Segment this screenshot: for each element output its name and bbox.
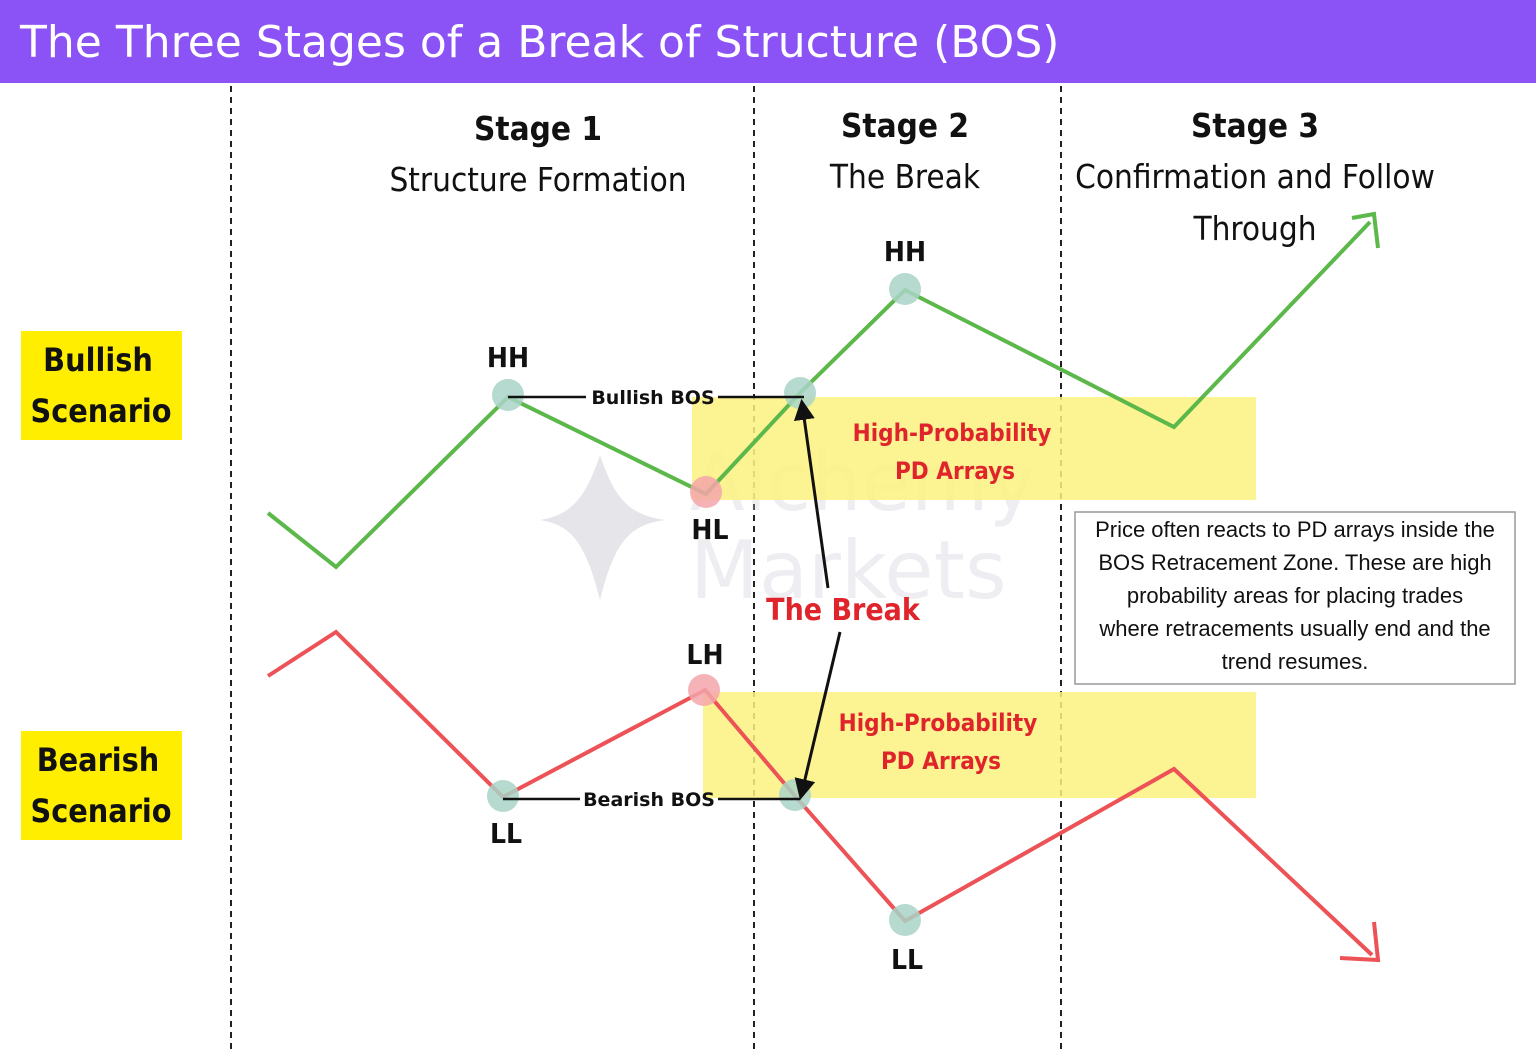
pd-zone-upper-line2: PD Arrays — [895, 457, 1015, 485]
stage-dividers — [230, 86, 1062, 1051]
bullish-bos-label: Bullish BOS — [591, 387, 714, 409]
bearish-price-path — [266, 629, 1374, 957]
bearish-scenario-line1: Bearish — [37, 741, 160, 779]
bull-hh2-label: HH — [884, 235, 926, 268]
swing-labels: HH HL HH LH LL LL — [487, 235, 926, 976]
swing-markers — [487, 273, 921, 936]
watermark-logo-icon — [540, 455, 665, 600]
stage-headers: Stage 1 Structure Formation Stage 2 The … — [389, 106, 1434, 248]
title-bar: The Three Stages of a Break of Structure… — [0, 0, 1536, 83]
bullish-bos-line: Bullish BOS — [508, 387, 804, 409]
bear-ll2-marker — [889, 904, 921, 936]
bear-ll1-marker — [487, 780, 519, 812]
pd-zone-lower-line2: PD Arrays — [881, 747, 1001, 775]
bear-ll2-label: LL — [891, 943, 923, 976]
stage-1-title: Stage 1 — [474, 109, 602, 148]
the-break-label: The Break — [766, 593, 921, 628]
bear-lh-marker — [688, 674, 720, 706]
bearish-bos-line: Bearish BOS — [503, 789, 800, 811]
explanation-note: Price often reacts to PD arrays inside t… — [1074, 511, 1516, 685]
bear-bos-marker — [779, 779, 811, 811]
pd-zone-lower-line1: High-Probability — [839, 709, 1038, 737]
bearish-bos-label: Bearish BOS — [583, 789, 715, 811]
bullish-scenario-line2: Scenario — [30, 392, 171, 430]
bull-hh1-label: HH — [487, 341, 529, 374]
bull-bos-marker — [784, 377, 816, 409]
bull-hl-label: HL — [691, 513, 728, 546]
bear-ll1-label: LL — [490, 817, 522, 850]
bullish-scenario-line1: Bullish — [43, 341, 153, 379]
break-arrow-up-icon — [793, 398, 830, 589]
note-line-5: trend resumes. — [1222, 649, 1369, 674]
watermark-line2: Markets — [690, 524, 1007, 617]
bearish-arrowhead-icon — [1339, 921, 1381, 963]
pd-zone-upper-line1: High-Probability — [853, 419, 1052, 447]
note-line-1: Price often reacts to PD arrays inside t… — [1095, 517, 1495, 542]
stage-3-subtitle-line1: Confirmation and Follow — [1075, 157, 1435, 196]
bull-hh1-marker — [492, 379, 524, 411]
bullish-price-path — [266, 220, 1372, 570]
bearish-scenario-label: Bearish Scenario — [21, 731, 182, 840]
stage-3-title: Stage 3 — [1191, 106, 1319, 145]
bearish-scenario-box — [21, 731, 182, 840]
title-bar-background — [0, 0, 1536, 83]
stage-1-subtitle: Structure Formation — [389, 160, 686, 199]
pd-zone-upper: High-Probability PD Arrays — [692, 397, 1256, 500]
stage-3-subtitle-line2: Through — [1192, 209, 1316, 248]
note-line-2: BOS Retracement Zone. These are high — [1098, 550, 1491, 575]
page-title: The Three Stages of a Break of Structure… — [19, 17, 1059, 68]
bullish-arrowhead-icon — [1351, 211, 1380, 249]
bullish-scenario-label: Bullish Scenario — [21, 331, 182, 440]
break-arrow-down-icon — [794, 631, 842, 801]
bull-hh2-marker — [889, 273, 921, 305]
stage-2-subtitle: The Break — [829, 157, 981, 196]
bull-hl-marker — [690, 476, 722, 508]
note-line-4: where retracements usually end and the — [1098, 616, 1490, 641]
bullish-scenario-box — [21, 331, 182, 440]
note-line-3: probability areas for placing trades — [1127, 583, 1463, 608]
stage-2-title: Stage 2 — [841, 106, 969, 145]
bear-lh-label: LH — [686, 638, 723, 671]
explanation-note-box — [1074, 511, 1516, 685]
bearish-scenario-line2: Scenario — [30, 792, 171, 830]
pd-zone-upper-box — [692, 397, 1256, 500]
the-break: The Break — [766, 398, 921, 801]
